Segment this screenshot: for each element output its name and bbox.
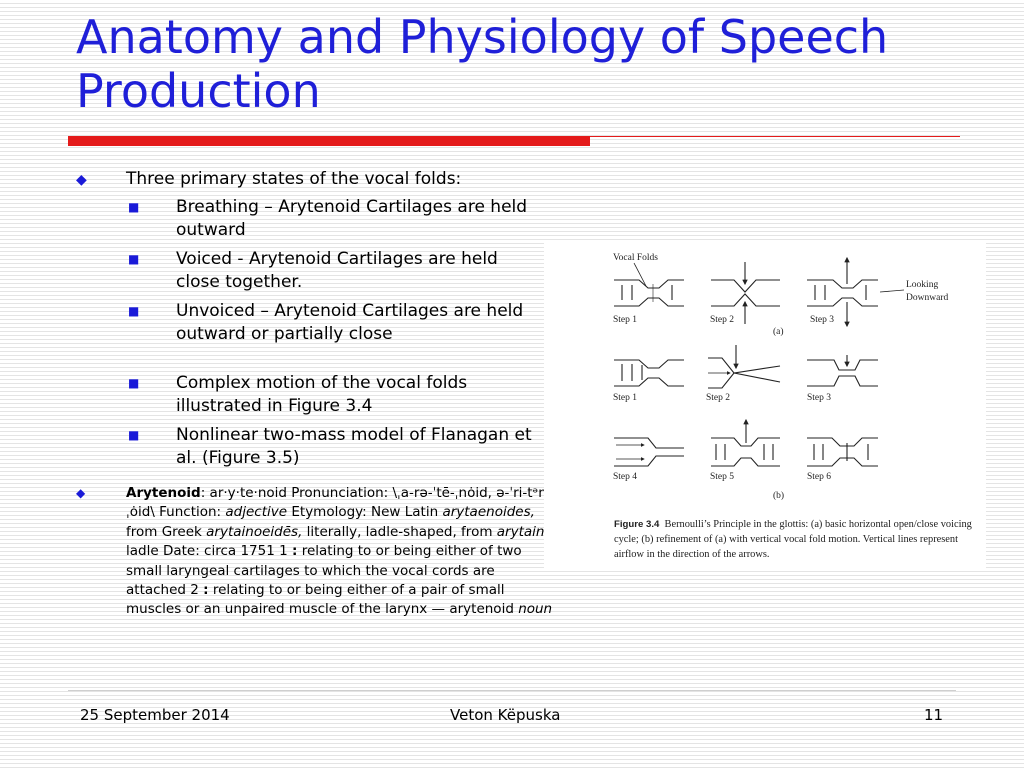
figure-caption-text: Bernoulli’s Principle in the glottis: (a… bbox=[614, 519, 972, 560]
diamond-bullet-icon: ◆ bbox=[76, 486, 86, 500]
slide-title: Anatomy and Physiology of Speech Product… bbox=[76, 10, 889, 118]
step-label: Step 1 bbox=[613, 393, 637, 403]
row-b-step-1 bbox=[614, 359, 684, 387]
square-bullet-icon: ■ bbox=[128, 304, 140, 318]
figure-caption-number: Figure 3.4 bbox=[614, 519, 660, 530]
sub-bullet-text: Complex motion of the vocal folds illust… bbox=[176, 373, 468, 416]
definition-colon: : bbox=[203, 582, 209, 599]
arytenoid-definition: ◆ Arytenoid: ar·y·te·noid Pronunciation:… bbox=[76, 484, 556, 620]
figure-caption: Figure 3.4 Bernoulli’s Principle in the … bbox=[614, 517, 986, 562]
title-underline-bar bbox=[68, 136, 590, 146]
diamond-bullet-icon: ◆ bbox=[76, 172, 87, 188]
step-label: Step 1 bbox=[613, 315, 637, 325]
bullet-main: ◆ Three primary states of the vocal fold… bbox=[76, 168, 546, 190]
row-b-step-5 bbox=[711, 418, 780, 467]
figure-3-4: Vocal Folds Looking Downward Step 1 Step… bbox=[544, 240, 986, 570]
definition-etymology-lead: Etymology: New Latin bbox=[287, 504, 443, 521]
looking-downward-pointer bbox=[879, 289, 905, 293]
looking-label: Looking bbox=[906, 280, 938, 290]
sub-bullet-text: Unvoiced – Arytenoid Cartilages are held… bbox=[176, 301, 524, 344]
title-underline-line bbox=[590, 136, 960, 137]
definition-latin: arytaenoides, bbox=[442, 504, 535, 521]
definition-literal-lead: literally, ladle-shaped, from bbox=[302, 523, 497, 540]
vocal-folds-pointer bbox=[633, 262, 647, 287]
step-label: Step 3 bbox=[810, 315, 834, 325]
step-label: Step 4 bbox=[613, 472, 637, 482]
sub-bullet-two-mass-model: ■ Nonlinear two-mass model of Flanagan e… bbox=[76, 424, 546, 470]
step-label: Step 2 bbox=[706, 393, 730, 403]
row-b-step-3 bbox=[807, 355, 878, 387]
footer-date: 25 September 2014 bbox=[80, 706, 230, 724]
row-b-step-6 bbox=[807, 437, 878, 467]
part-b-label: (b) bbox=[773, 490, 784, 501]
bullet-main-text: Three primary states of the vocal folds: bbox=[126, 169, 462, 189]
sub-bullet-complex-motion: ■ Complex motion of the vocal folds illu… bbox=[76, 372, 546, 418]
sub-bullet-text: Nonlinear two-mass model of Flanagan et … bbox=[176, 425, 532, 468]
sub-bullet-breathing: ■ Breathing – Arytenoid Cartilages are h… bbox=[76, 196, 546, 242]
step-label: Step 2 bbox=[710, 315, 734, 325]
row-b-step-2 bbox=[708, 345, 781, 389]
row-a-step-2 bbox=[711, 262, 780, 324]
square-bullet-icon: ■ bbox=[128, 200, 140, 214]
vocal-fold-diagram: Vocal Folds Looking Downward Step 1 Step… bbox=[613, 253, 948, 501]
square-bullet-icon: ■ bbox=[128, 428, 140, 442]
definition-greek-ladle: arytaina bbox=[496, 523, 553, 540]
bullet-list: ◆ Three primary states of the vocal fold… bbox=[76, 168, 553, 620]
square-bullet-icon: ■ bbox=[128, 252, 140, 266]
slide-number: 11 bbox=[924, 706, 944, 724]
step-label: Step 6 bbox=[807, 472, 831, 482]
definition-greek: arytainoeidēs, bbox=[206, 523, 303, 540]
title-underline bbox=[68, 134, 960, 148]
vocal-folds-label: Vocal Folds bbox=[613, 253, 658, 263]
row-a-step-1 bbox=[614, 279, 684, 307]
definition-greek-lead: from Greek bbox=[126, 523, 207, 540]
definition-sense-1: relating to or being either of two small… bbox=[126, 543, 522, 599]
definition-part-of-speech: noun bbox=[518, 601, 553, 618]
step-label: Step 5 bbox=[710, 472, 734, 482]
downward-label: Downward bbox=[906, 293, 948, 303]
row-a-step-3 bbox=[807, 256, 878, 328]
part-a-label: (a) bbox=[773, 326, 784, 337]
definition-function: adjective bbox=[225, 504, 288, 521]
definition-colon: : bbox=[292, 543, 298, 560]
square-bullet-icon: ■ bbox=[128, 376, 140, 390]
sub-bullet-text: Breathing – Arytenoid Cartilages are hel… bbox=[176, 197, 528, 240]
row-b-step-4 bbox=[614, 437, 684, 467]
footer-author: Veton Këpuska bbox=[450, 706, 561, 724]
definition-sense-2: relating to or being either of a pair of… bbox=[126, 582, 519, 618]
footer-divider bbox=[68, 690, 956, 691]
step-label: Step 3 bbox=[807, 393, 831, 403]
definition-pronunciation: : ar·y·te·noid Pronunciation: \ˌa-rə-ˈtē… bbox=[126, 485, 552, 521]
sub-bullet-voiced: ■ Voiced - Arytenoid Cartilages are held… bbox=[76, 248, 546, 294]
sub-bullet-unvoiced: ■ Unvoiced – Arytenoid Cartilages are he… bbox=[76, 300, 546, 346]
definition-term: Arytenoid bbox=[126, 485, 201, 501]
sub-bullet-text: Voiced - Arytenoid Cartilages are held c… bbox=[176, 249, 498, 292]
definition-date: ladle Date: circa 1751 1 bbox=[126, 543, 292, 560]
